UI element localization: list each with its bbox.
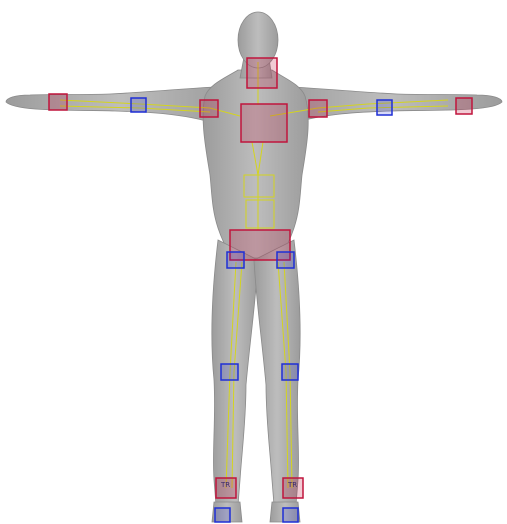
left-foot-label: TR <box>220 481 230 489</box>
right-toe-control[interactable] <box>283 508 298 522</box>
left-shoulder-control[interactable] <box>200 100 218 117</box>
right-elbow-control[interactable] <box>377 100 392 115</box>
right-hip-control[interactable] <box>277 252 294 268</box>
right-foot-label: TR <box>287 481 297 489</box>
left-arm-mesh <box>6 86 232 126</box>
left-elbow-control[interactable] <box>131 98 146 112</box>
right-hand-control[interactable] <box>456 98 472 114</box>
chest-control[interactable] <box>241 104 287 142</box>
left-knee-control[interactable] <box>221 364 238 380</box>
head-control[interactable] <box>247 58 277 88</box>
right-knee-control[interactable] <box>282 364 298 380</box>
right-shoulder-control[interactable] <box>309 100 327 117</box>
left-hip-control[interactable] <box>227 252 244 268</box>
left-toe-control[interactable] <box>215 508 230 522</box>
left-hand-control[interactable] <box>49 94 67 110</box>
